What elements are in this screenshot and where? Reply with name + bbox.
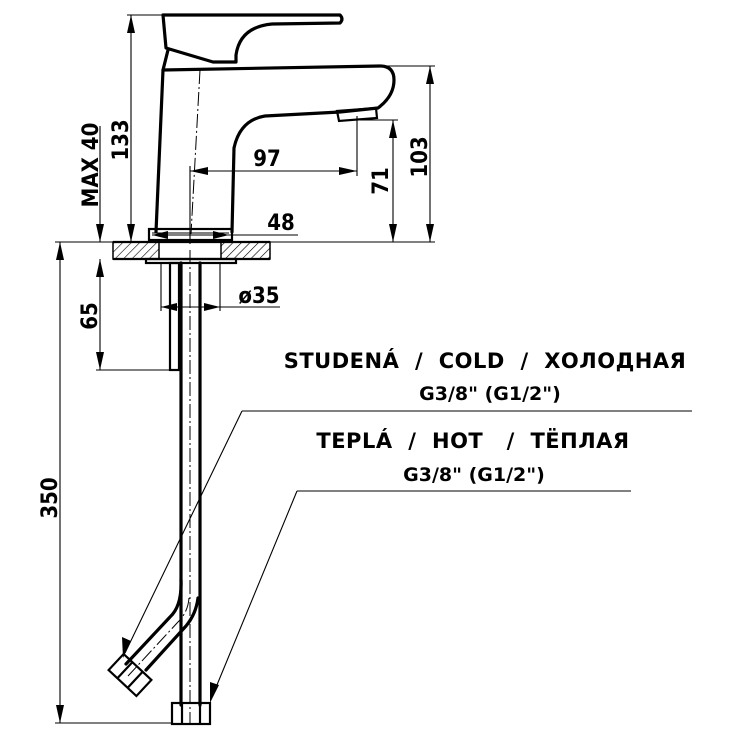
dim-48-arrow-right bbox=[213, 231, 229, 239]
cold-hose-fitting bbox=[107, 652, 153, 698]
dim-max40-arrow-top bbox=[96, 224, 104, 242]
dim-350-arrow-top bbox=[56, 242, 64, 260]
dim-133-arrow-bottom bbox=[127, 224, 135, 242]
hot-label: TEPLÁ / HOT / TЁПЛАЯ bbox=[316, 428, 629, 453]
dim-65-label: 65 bbox=[78, 302, 103, 330]
dim-48-arrow-left bbox=[152, 231, 168, 239]
cold-leader-line bbox=[124, 410, 243, 654]
cold-leader-arrow bbox=[122, 637, 131, 658]
hot-hose-fitting bbox=[170, 701, 212, 726]
hose-bent bbox=[124, 578, 200, 672]
dim-97-arrow-right bbox=[339, 167, 357, 175]
hot-leader-arrow bbox=[210, 682, 219, 703]
shank-and-hoses bbox=[107, 250, 212, 726]
body-centerline bbox=[190, 69, 201, 235]
dim-48-label: 48 bbox=[267, 211, 295, 236]
dim-65-arrow-top bbox=[96, 259, 104, 277]
lever-handle bbox=[161, 13, 344, 64]
dim-35-label: ø35 bbox=[238, 284, 279, 309]
dim-133-label: 133 bbox=[109, 119, 134, 160]
hot-leader-line bbox=[211, 490, 298, 698]
dimension-lines: 133 MAX 40 65 350 97 48 7 bbox=[38, 14, 435, 724]
tap-body bbox=[147, 13, 396, 242]
dim-133-arrow-top bbox=[127, 15, 135, 33]
dim-103-arrow-bottom bbox=[426, 224, 434, 242]
dim-103-arrow-top bbox=[426, 66, 434, 84]
deck-hatch-right bbox=[220, 241, 271, 260]
dim-71-arrow-bottom bbox=[389, 224, 397, 242]
aerator bbox=[335, 106, 379, 123]
deck-hatch-left bbox=[112, 241, 160, 260]
countertop-section bbox=[112, 240, 271, 265]
dim-35-arrow-right bbox=[204, 303, 220, 311]
dim-350-arrow-bottom bbox=[56, 705, 64, 723]
connection-labels: STUDENÁ / COLD / ХОЛОДНАЯ G3/8" (G1/2") … bbox=[122, 348, 692, 703]
dim-97-arrow-left bbox=[190, 167, 208, 175]
dim-71-label: 71 bbox=[369, 167, 394, 195]
dim-71-arrow-top bbox=[389, 120, 397, 138]
dim-97-label: 97 bbox=[253, 147, 281, 172]
cold-thread-label: G3/8" (G1/2") bbox=[419, 383, 561, 405]
dim-35-arrow-left bbox=[161, 303, 177, 311]
fixing-plate bbox=[144, 257, 238, 265]
body-spout bbox=[154, 64, 396, 234]
hose-bent-centerline bbox=[127, 597, 190, 677]
cold-label: STUDENÁ / COLD / ХОЛОДНАЯ bbox=[284, 348, 687, 373]
handle-neck bbox=[161, 48, 170, 72]
dim-350-label: 350 bbox=[38, 477, 63, 518]
dim-65-arrow-bottom bbox=[96, 352, 104, 370]
threaded-stud bbox=[168, 261, 181, 372]
dim-max40-label: MAX 40 bbox=[79, 123, 104, 208]
hot-thread-label: G3/8" (G1/2") bbox=[403, 464, 545, 486]
dim-103-label: 103 bbox=[408, 136, 433, 177]
